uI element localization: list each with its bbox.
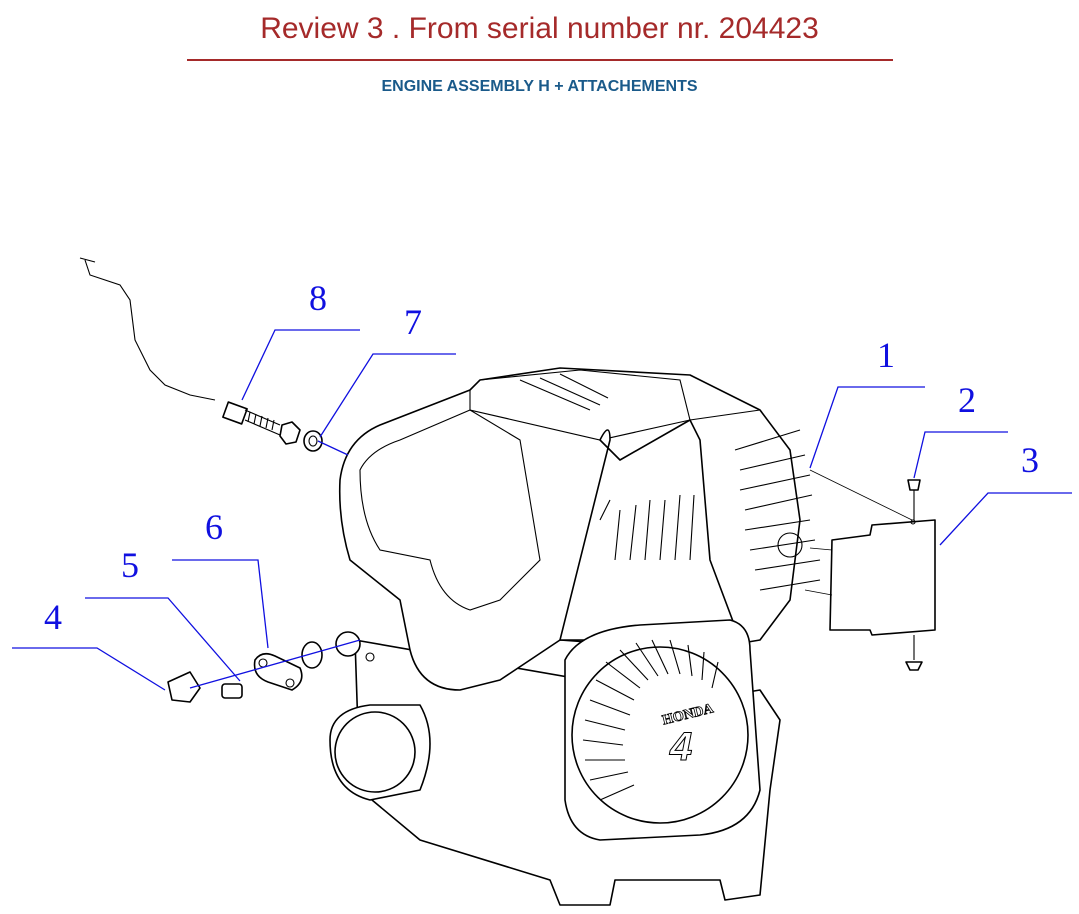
callout-8: 8 [309, 278, 327, 318]
part-8-adjuster [222, 401, 323, 452]
callout-1: 1 [877, 335, 895, 375]
four-stroke-logo: 4 [669, 725, 692, 769]
callout-3: 3 [1021, 440, 1039, 480]
callout-6: 6 [205, 507, 223, 547]
review-note: Review 3 . From serial number nr. 204423 [260, 12, 819, 45]
header-divider [187, 59, 893, 61]
engine-drawing: HONDA 4 [329, 367, 821, 906]
callout-2: 2 [958, 380, 976, 420]
callout-4: 4 [44, 597, 62, 637]
throttle-rod [84, 259, 216, 401]
callout-leaders [12, 329, 1072, 691]
parts-4-6 [167, 631, 375, 703]
callout-5: 5 [121, 545, 139, 585]
callout-7: 7 [404, 302, 422, 342]
starter-vents [582, 639, 719, 801]
parts-2-3 [804, 469, 936, 671]
diagram-title: ENGINE ASSEMBLY H + ATTACHEMENTS [381, 78, 698, 95]
